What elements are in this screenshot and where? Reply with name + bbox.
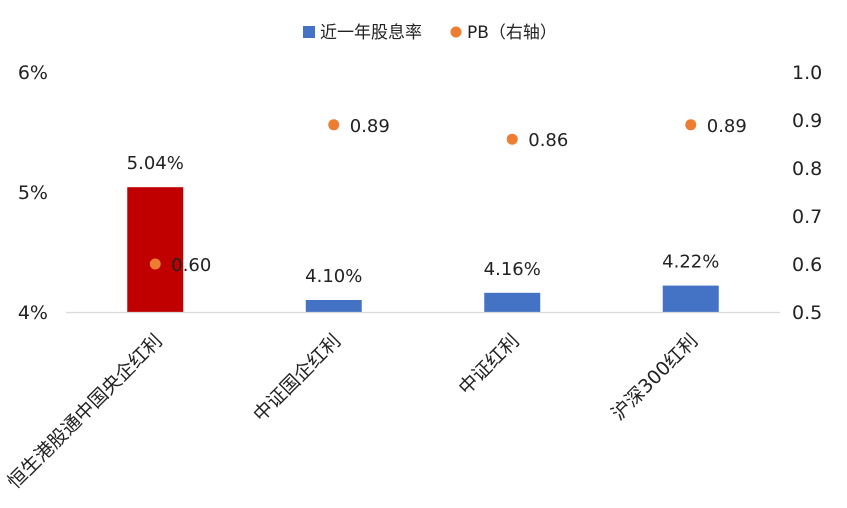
pb-point: [685, 119, 697, 131]
category-label: 沪深300红利: [607, 330, 702, 425]
right-tick-label: 0.5: [792, 302, 822, 324]
right-tick-label: 0.8: [792, 158, 822, 180]
legend-label-pb: PB（右轴）: [467, 23, 557, 43]
bar-data-label: 4.22%: [662, 252, 719, 273]
left-tick-label: 6%: [18, 62, 48, 84]
right-tick-label: 0.7: [792, 206, 822, 228]
legend-marker-pb: [450, 26, 462, 38]
pb-point: [506, 133, 518, 145]
category-label: 中证红利: [454, 330, 523, 399]
legend-swatch-dividend-yield: [303, 26, 315, 38]
bar: [484, 292, 541, 312]
bar-series: 5.04% 4.10% 4.16% 4.22%: [127, 153, 719, 312]
right-tick-label: 0.6: [792, 254, 822, 276]
pb-data-label: 0.89: [707, 116, 747, 137]
pb-point: [149, 258, 161, 270]
bar: [127, 187, 184, 312]
pb-data-label: 0.86: [528, 130, 568, 151]
left-y-axis: 4% 5% 6%: [18, 62, 48, 324]
category-labels: 恒生港股通中国央企红利中证国企红利 中证红利 沪深300红利: [3, 330, 702, 493]
right-y-axis: 0.5 0.6 0.7 0.8 0.9 1.0: [792, 62, 822, 324]
pb-series: 0.60 0.89 0.86 0.89: [149, 116, 747, 276]
right-tick-label: 0.9: [792, 110, 822, 132]
pb-data-label: 0.89: [350, 116, 390, 137]
legend: 近一年股息率 PB（右轴）: [303, 23, 557, 43]
pb-point: [328, 119, 340, 131]
bar-data-label: 4.16%: [484, 259, 541, 280]
legend-label-dividend-yield: 近一年股息率: [320, 23, 422, 43]
category-label: 中证国企红利: [249, 330, 345, 426]
pb-data-label: 0.60: [171, 255, 211, 276]
left-tick-label: 4%: [18, 302, 48, 324]
right-tick-label: 1.0: [792, 62, 822, 84]
bar: [662, 285, 719, 312]
bar: [305, 300, 362, 312]
bar-data-label: 5.04%: [127, 153, 184, 174]
bar-data-label: 4.10%: [305, 266, 362, 287]
category-label: 恒生港股通中国央企红利: [3, 330, 166, 493]
left-tick-label: 5%: [18, 182, 48, 204]
